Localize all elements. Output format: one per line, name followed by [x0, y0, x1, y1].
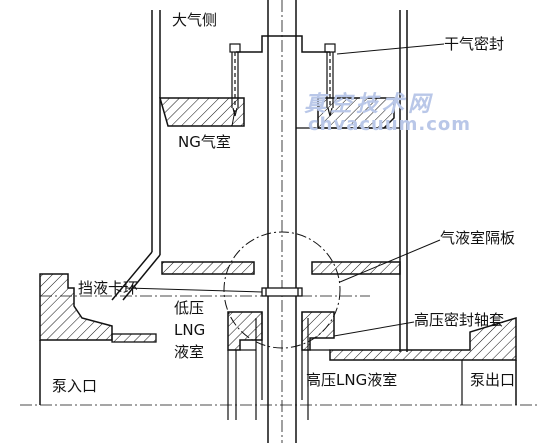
retaining-ring	[261, 287, 303, 297]
top-cap	[236, 35, 330, 53]
watermark-cn: 真空技术网	[304, 91, 435, 117]
seal-housing-left	[227, 311, 263, 351]
seal-housing-right	[301, 311, 335, 351]
inlet-flange	[39, 273, 157, 405]
partition-right	[311, 261, 401, 275]
sleeve-lines	[227, 312, 330, 420]
label-atmosphere-side: 大气侧	[172, 11, 218, 29]
ng-flange-right	[296, 97, 400, 129]
partition-left	[161, 261, 255, 275]
label-low-pressure: 低压	[174, 299, 205, 317]
label-lng: LNG	[174, 321, 206, 339]
outlet-flange	[329, 316, 517, 405]
label-gas-liquid-partition: 气液室隔板	[440, 229, 516, 247]
label-hp-seal-sleeve: 高压密封轴套	[414, 311, 505, 329]
detail-circle	[223, 231, 341, 349]
label-liquid-chamber: 液室	[174, 343, 205, 361]
leader-lines	[125, 43, 445, 337]
shaft	[267, 0, 297, 443]
label-hp-lng-chamber: 高压LNG液室	[306, 371, 398, 389]
label-dry-gas-seal: 干气密封	[444, 35, 505, 53]
label-ng-chamber: NG气室	[178, 133, 231, 151]
label-pump-inlet: 泵入口	[52, 377, 98, 395]
watermark-en: chvacuum.com	[308, 114, 472, 135]
label-retaining-ring: 挡液卡环	[78, 279, 139, 297]
right-casing-wall	[399, 10, 408, 352]
ng-flange-left	[159, 97, 245, 127]
label-pump-outlet: 泵出口	[470, 371, 516, 389]
left-casing-wall	[111, 10, 161, 301]
